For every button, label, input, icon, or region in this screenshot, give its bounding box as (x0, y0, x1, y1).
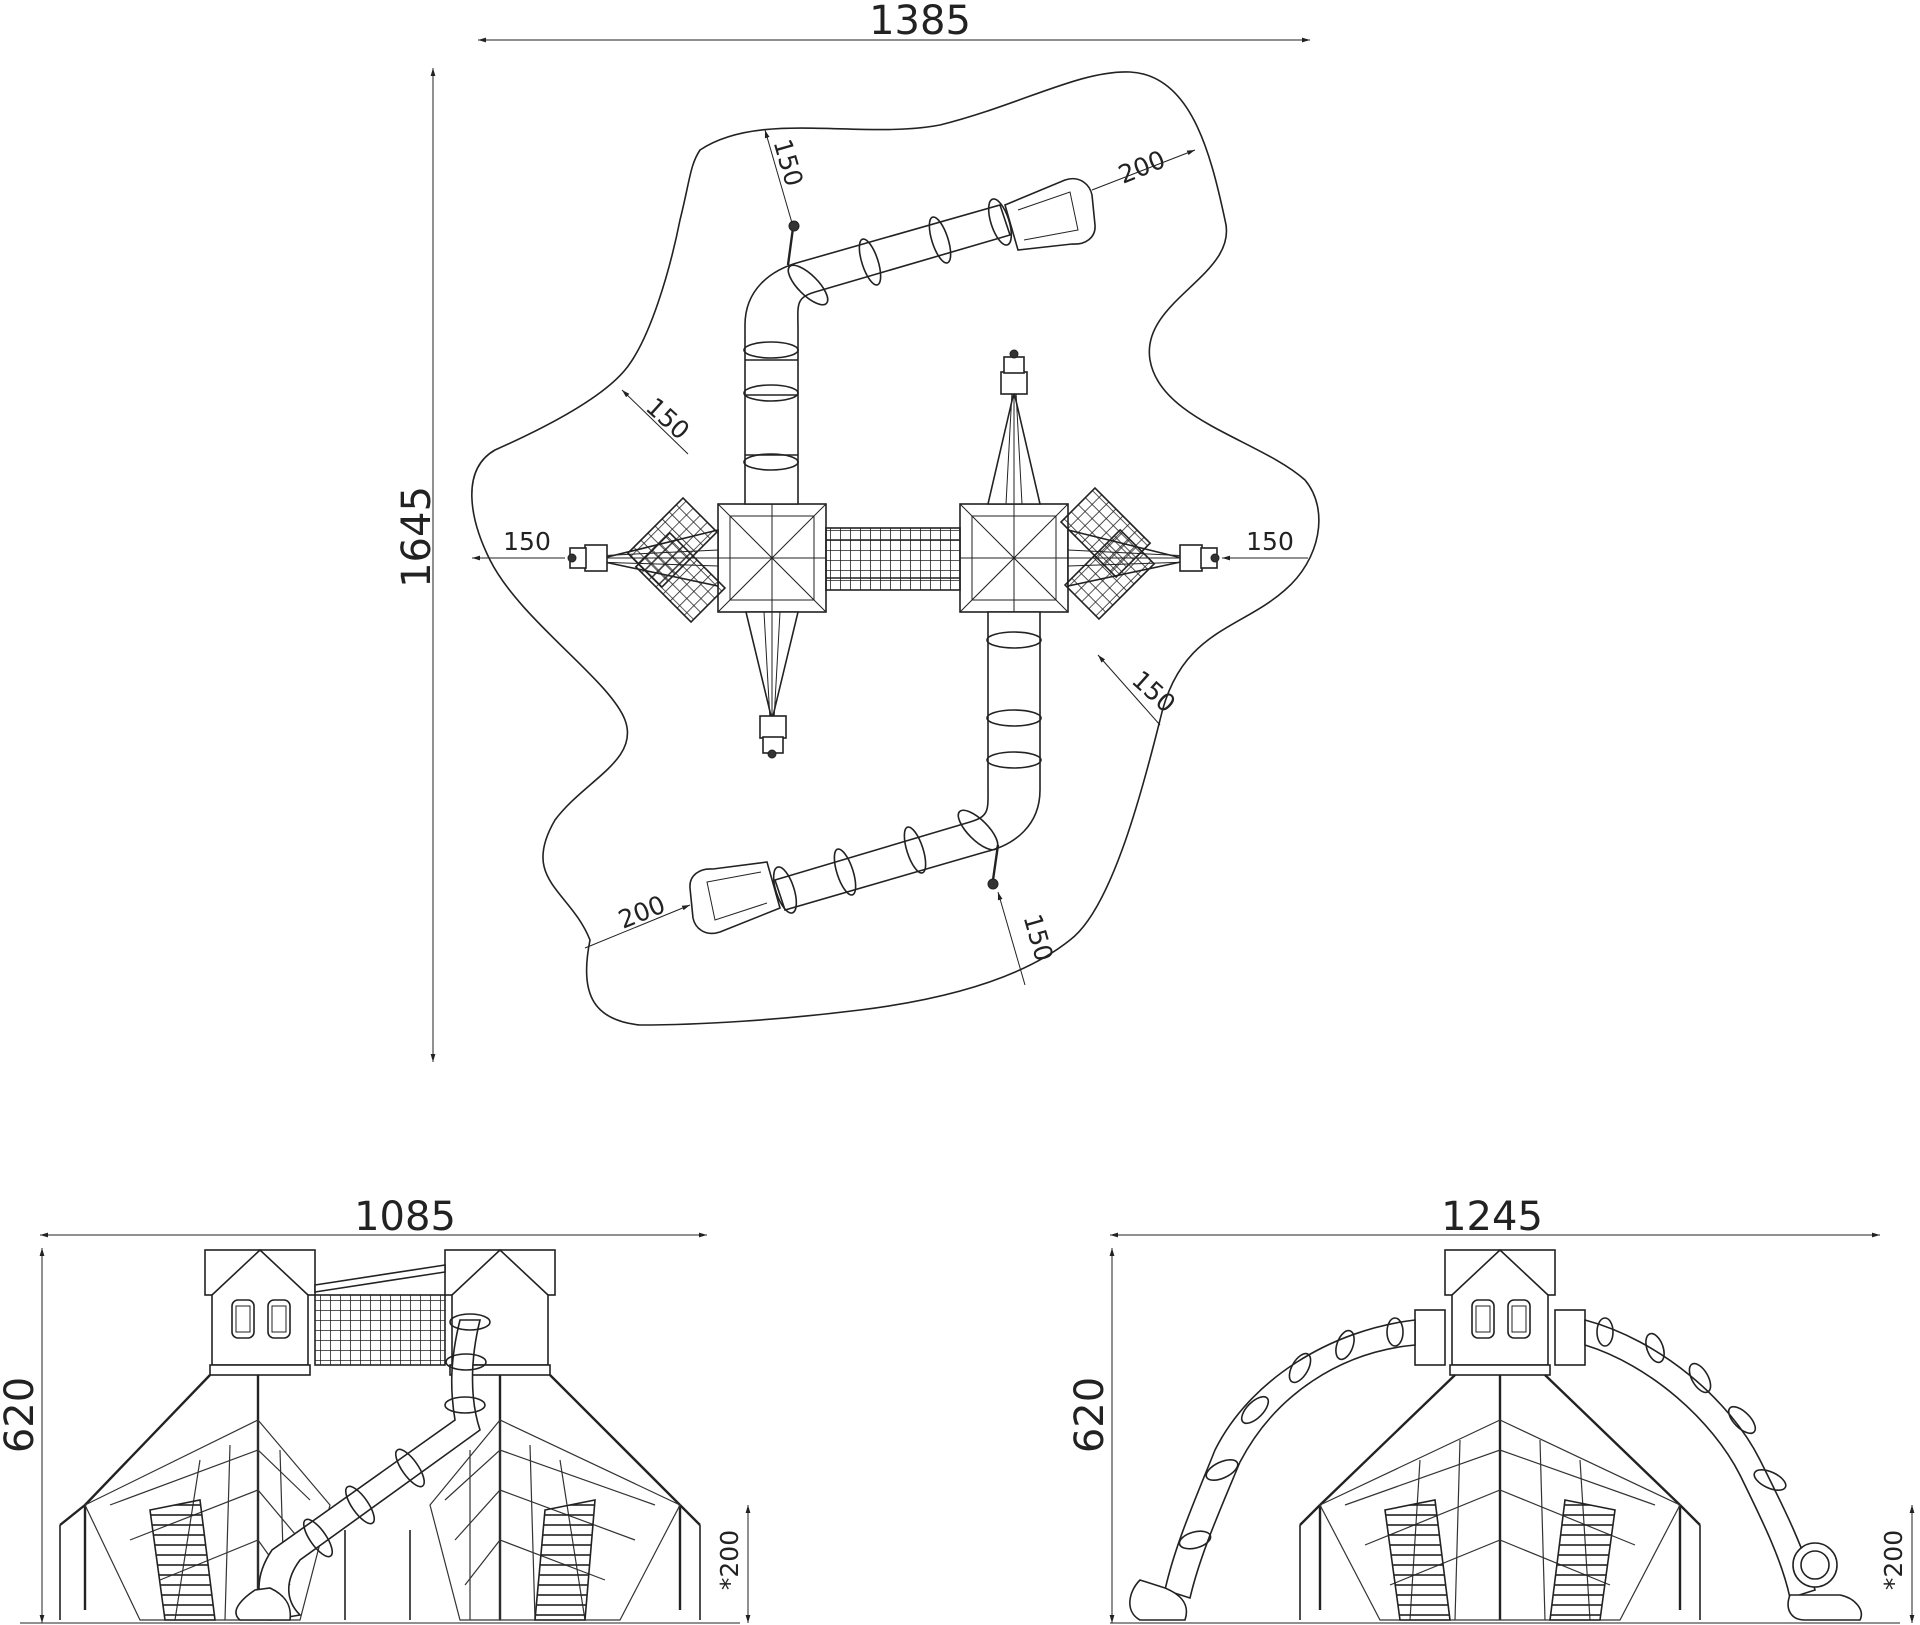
plan-width-label: 1385 (869, 0, 971, 44)
tube-slide-lower (689, 611, 1042, 935)
side-climbing-ladder-right (1549, 1499, 1616, 1621)
side-tube-slide-left (1129, 1317, 1416, 1621)
clearance-post-bottom-label: 150 (1018, 911, 1059, 965)
plan-height-label: 1645 (394, 486, 440, 588)
side-tube-slide-right (1584, 1317, 1862, 1621)
side-frame-legs (1110, 1374, 1900, 1624)
post-top (786, 220, 800, 266)
front-free-height-dimension: *200 (715, 1505, 751, 1623)
left-tower-platform (717, 503, 827, 613)
side-free-height-dimension: *200 (1879, 1505, 1915, 1623)
left-tower-bottom-arm (744, 611, 800, 759)
plan-view: 1385 1645 (394, 0, 1320, 1062)
clearance-post-top-label: 150 (768, 136, 809, 190)
front-width-label: 1085 (354, 1194, 456, 1240)
front-climbing-ladder-right (534, 1499, 596, 1621)
clearance-arm-left-label: 150 (503, 527, 551, 556)
post-bottom (987, 844, 1000, 890)
side-height-dimension: 620 (1067, 1248, 1115, 1623)
front-tube-slide (235, 1313, 491, 1621)
plan-width-dimension: 1385 (478, 0, 1310, 44)
plan-height-dimension: 1645 (394, 68, 440, 1062)
right-tower-top-arm (986, 349, 1042, 505)
side-width-label: 1245 (1441, 1194, 1543, 1240)
side-elevation: 1245 620 *200 (1067, 1194, 1915, 1624)
side-width-dimension: 1245 (1110, 1194, 1880, 1240)
tube-slide-upper (743, 177, 1096, 505)
front-width-dimension: 1085 (40, 1194, 707, 1240)
front-left-tower (204, 1248, 316, 1376)
front-height-dimension: 620 (0, 1248, 45, 1623)
clearance-slide-top-label: 200 (1114, 145, 1169, 190)
side-climbing-ladder-left (1384, 1499, 1451, 1621)
front-net-bridge (314, 1264, 446, 1366)
side-height-label: 620 (1067, 1377, 1113, 1453)
front-elevation: 1085 620 *200 (0, 1194, 751, 1624)
front-climbing-ladder-left (149, 1499, 216, 1621)
clearance-arm-right-label: 150 (1246, 527, 1294, 556)
safety-zone-outline (471, 71, 1320, 1026)
climbing-net-lower-left (634, 531, 727, 624)
side-free-height-label: *200 (1879, 1530, 1908, 1590)
front-height-label: 620 (0, 1377, 43, 1453)
front-right-tower (444, 1248, 556, 1376)
right-tower-platform (959, 503, 1069, 613)
climbing-net-lower-right (1063, 528, 1156, 621)
net-bridge (825, 527, 961, 591)
clearance-ladder-upper-left-label: 150 (640, 392, 695, 445)
front-free-height-label: *200 (715, 1530, 744, 1590)
clearance-slide-bottom-label: 200 (614, 890, 669, 935)
side-tower (1414, 1248, 1586, 1376)
clearance-ladder-lower-right-label: 150 (1126, 665, 1181, 718)
